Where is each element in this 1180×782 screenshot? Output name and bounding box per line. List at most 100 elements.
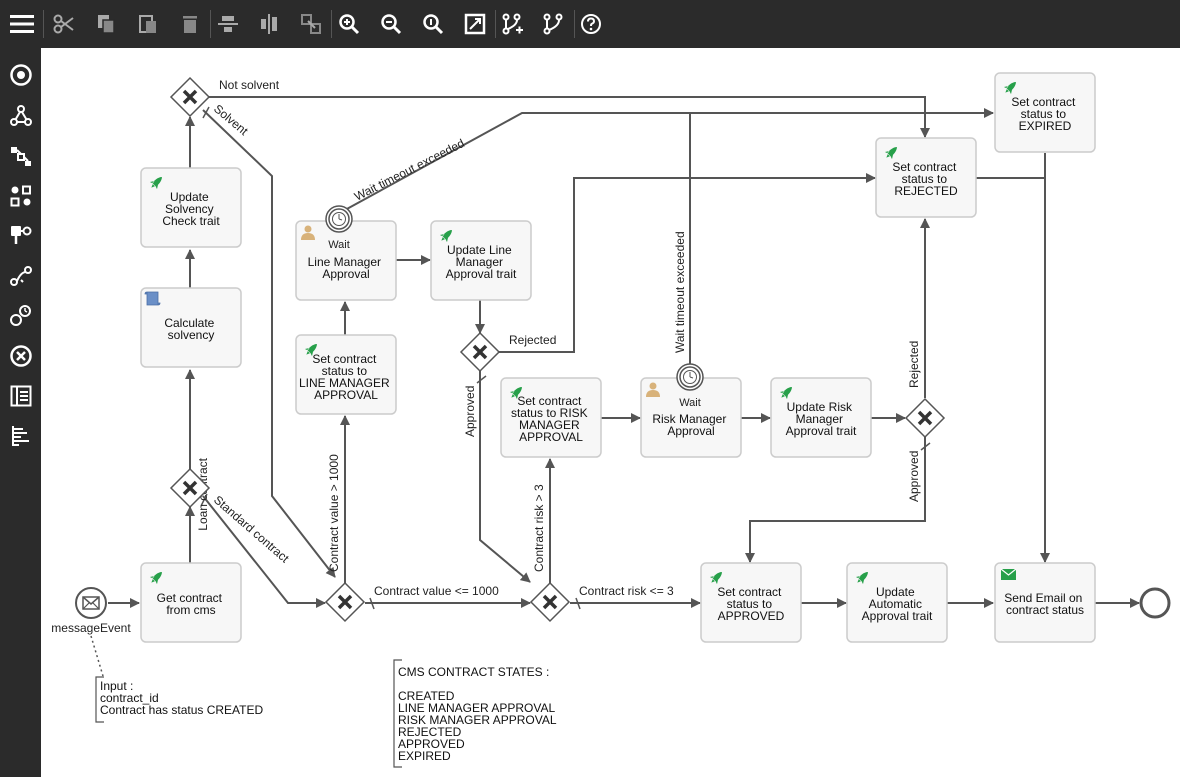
align-vertical-icon[interactable] <box>253 7 285 41</box>
default-flow-markers <box>200 106 931 610</box>
gateway-risk-manager-decision[interactable] <box>904 397 946 439</box>
boundary-event-icon[interactable] <box>4 259 37 293</box>
task-set-expired[interactable]: Set contract status to EXPIRED <box>994 72 1096 153</box>
menu-icon[interactable] <box>6 7 38 41</box>
start-event-icon[interactable] <box>4 58 37 92</box>
gateway-palette-icon[interactable] <box>4 99 37 133</box>
task-label: Approval trait <box>786 424 857 438</box>
task-label: Set contract <box>892 160 957 174</box>
svg-text:Update Solvency Ch: Update Solvency Check trait <box>162 190 220 228</box>
task-set-line-manager-approval[interactable]: Set contract status to LINE MANAGER APPR… <box>295 334 397 415</box>
task-update-risk-manager-approval[interactable]: Update Risk Manager Approval trait <box>770 377 872 458</box>
zoom-in-icon[interactable] <box>333 7 365 41</box>
task-set-approved[interactable]: Set contract status to APPROVED <box>700 562 802 643</box>
flow-approved-lm[interactable] <box>479 371 531 583</box>
task-get-contract[interactable]: Get contract from cms <box>140 562 242 643</box>
task-label: Get contract <box>157 591 223 605</box>
task-calculate-solvency[interactable]: Calculate solvency <box>140 287 242 368</box>
end-event[interactable] <box>1139 587 1171 619</box>
task-label: Send Email on <box>1004 591 1082 605</box>
task-label: Approval trait <box>446 267 517 281</box>
task-label: status to RISK <box>511 406 588 420</box>
exclusive-x-icon <box>182 480 198 496</box>
flow-standard-contract[interactable] <box>202 495 326 608</box>
svg-text:CMS CONTRACT STATES :: CMS CONTRACT STATES : CREATED LINE MANAG… <box>398 665 559 763</box>
exclusive-x-icon <box>337 594 353 610</box>
svg-text:Update Risk Manager: Update Risk Manager Approval trait <box>786 400 857 438</box>
zoom-out-icon[interactable] <box>375 7 407 41</box>
fit-screen-icon[interactable] <box>459 7 491 41</box>
annotation-line: contract_id <box>100 691 159 705</box>
paste-icon[interactable] <box>132 7 164 41</box>
task-label: APPROVED <box>718 609 785 623</box>
flow-approved-rm[interactable] <box>745 437 926 563</box>
gateway-contract-risk[interactable] <box>529 581 571 623</box>
flow-rejected-lm[interactable] <box>498 173 876 353</box>
svg-text:Calculate solvency: Calculate solvency <box>164 316 217 342</box>
svg-text:Get contract from cms: Get contract from cms <box>157 591 226 617</box>
task-set-rejected[interactable]: Set contract status to REJECTED <box>875 137 977 218</box>
annotation-contract-states[interactable]: CMS CONTRACT STATES : CREATED LINE MANAG… <box>393 659 559 768</box>
exclusive-x-icon <box>472 344 488 360</box>
svg-text:Input : contract_id: Input : contract_id Contract has status … <box>100 679 264 717</box>
flow-label-wait-timeout-rm: Wait timeout exceeded <box>673 231 687 353</box>
toolbar-separator <box>495 10 496 38</box>
artifacts-palette-icon[interactable] <box>4 419 37 453</box>
flow-not-solvent[interactable] <box>208 96 930 138</box>
task-label: solvency <box>168 328 215 342</box>
task-line-manager-approval[interactable]: Line Manager Approval <box>295 220 397 301</box>
task-label: Check trait <box>162 214 220 228</box>
task-send-email[interactable]: Send Email on contract status <box>994 562 1096 643</box>
task-update-automatic-approval[interactable]: Update Automatic Approval trait <box>846 562 948 643</box>
copy-icon[interactable] <box>90 7 122 41</box>
gateway-contract-value[interactable] <box>324 581 366 623</box>
svg-text:Set contract status to R: Set contract status to RISK MANAGER APPR… <box>511 394 591 444</box>
task-risk-manager-approval[interactable]: Risk Manager Approval <box>640 377 742 458</box>
resize-icon[interactable] <box>295 7 327 41</box>
task-update-line-manager-approval[interactable]: Update Line Manager Approval trait <box>430 220 532 301</box>
gateway-solvency[interactable] <box>169 76 211 118</box>
delete-icon[interactable] <box>174 7 206 41</box>
flow-solvent[interactable] <box>202 109 336 578</box>
zoom-reset-icon[interactable] <box>417 7 449 41</box>
task-label: Set contract <box>1011 95 1076 109</box>
connector-palette-icon[interactable] <box>4 219 37 253</box>
flow-wait-timeout-lm[interactable] <box>344 108 994 211</box>
cut-icon[interactable] <box>48 7 80 41</box>
annotation-line: LINE MANAGER APPROVAL <box>398 701 555 715</box>
annotation-line: Contract has status CREATED <box>100 703 264 717</box>
script-rocket-icon <box>884 147 897 160</box>
task-label: Solvency <box>165 202 214 216</box>
tasks-palette-icon[interactable] <box>4 179 37 213</box>
task-label: Line Manager <box>308 255 381 269</box>
task-label: LINE MANAGER <box>299 376 390 390</box>
timer-event-icon[interactable] <box>4 299 37 333</box>
gateway-line-manager-decision[interactable] <box>459 331 501 373</box>
add-branch-icon[interactable] <box>497 7 529 41</box>
flow-label-rejected-lm: Rejected <box>509 333 556 347</box>
annotation-input[interactable]: Input : contract_id Contract has status … <box>95 676 264 723</box>
timer-boundary-event-lm[interactable]: Wait <box>325 205 353 251</box>
start-event[interactable]: messageEvent <box>51 587 131 635</box>
flow-label-solvent: Solvent <box>211 102 251 139</box>
task-set-risk-manager-approval[interactable]: Set contract status to RISK MANAGER APPR… <box>500 377 602 458</box>
task-update-solvency[interactable]: Update Solvency Check trait <box>140 167 242 248</box>
help-icon[interactable] <box>575 7 607 41</box>
align-horizontal-icon[interactable] <box>212 7 244 41</box>
task-label: Set contract <box>717 585 782 599</box>
task-label: MANAGER <box>519 418 580 432</box>
subprocess-palette-icon[interactable] <box>4 139 37 173</box>
script-rocket-icon <box>304 344 317 357</box>
edit-branch-icon[interactable] <box>538 7 570 41</box>
data-palette-icon[interactable] <box>4 379 37 413</box>
task-label: Update <box>170 190 209 204</box>
gateway-contract-type[interactable] <box>169 467 211 509</box>
flow-rejected-to-email[interactable] <box>975 177 1050 563</box>
main-toolbar <box>0 0 1180 48</box>
svg-text:Update Line Manager: Update Line Manager Approval trait <box>446 243 517 281</box>
svg-text:Set contract status to: Set contract status to APPROVED <box>717 585 784 623</box>
timer-boundary-event-rm[interactable]: Wait <box>676 363 704 409</box>
diagram-canvas[interactable]: Not solvent Solvent Loan contract Standa… <box>41 48 1180 777</box>
end-event-icon[interactable] <box>4 339 37 373</box>
task-label: Update Risk <box>787 400 853 414</box>
